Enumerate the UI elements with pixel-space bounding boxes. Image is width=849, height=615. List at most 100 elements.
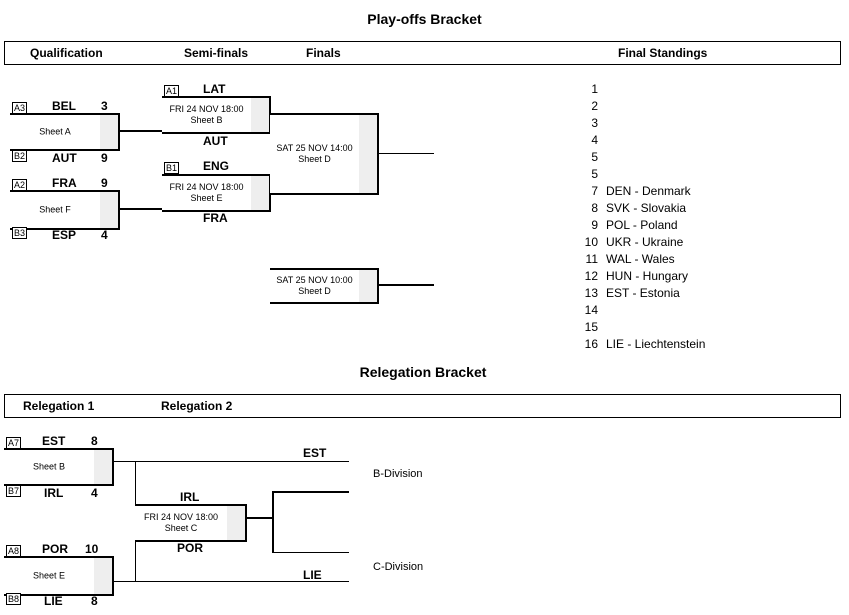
standings-position: 2: [591, 99, 598, 113]
standings-row: 7 DEN - Denmark: [578, 184, 691, 198]
team-name: ESP: [52, 228, 77, 242]
match-box: Sheet A: [10, 113, 120, 151]
connector-line: [379, 153, 434, 154]
standings-team: DEN - Denmark: [606, 184, 691, 198]
team-name: BEL: [52, 99, 76, 113]
connector-line: [120, 208, 162, 210]
standings-row: 2: [578, 99, 606, 113]
team-name: LIE: [44, 594, 63, 608]
team-name: AUT: [203, 134, 228, 148]
team-name: AUT: [52, 151, 77, 165]
match-sheet: Sheet A: [39, 126, 71, 137]
team-name: EST: [303, 446, 327, 460]
division-label: B-Division: [373, 468, 423, 480]
team-name: FRA: [52, 176, 77, 190]
match-sheet: Sheet D: [298, 286, 331, 296]
standings-position: 7: [591, 184, 598, 198]
standings-position: 1: [591, 82, 598, 96]
team-score: 10: [85, 542, 99, 556]
standings-row: 11 WAL - Wales: [578, 252, 675, 266]
bronze-match-box: SAT 25 NOV 10:00 Sheet D: [270, 268, 379, 304]
standings-row: 5: [578, 150, 606, 164]
team-score: 8: [91, 594, 98, 608]
header-relegation-1: Relegation 1: [23, 399, 95, 413]
playoffs-title: Play-offs Bracket: [367, 11, 482, 27]
playoffs-header-bar: [4, 41, 841, 65]
standings-row: 15: [578, 320, 606, 334]
connector-line: [120, 130, 162, 132]
standings-position: 15: [584, 320, 598, 334]
connector-line: [114, 581, 349, 582]
match-box: Sheet B: [4, 448, 114, 486]
standings-row: 1: [578, 82, 606, 96]
connector-line: [135, 539, 136, 581]
standings-position: 5: [591, 167, 598, 181]
match-box: Sheet E: [4, 556, 114, 596]
standings-position: 9: [591, 218, 598, 232]
standings-position: 11: [585, 252, 598, 266]
standings-team: EST - Estonia: [606, 286, 680, 300]
match-box: FRI 24 NOV 18:00 Sheet B: [162, 96, 271, 134]
team-score: 8: [91, 434, 98, 448]
standings-row: 9 POL - Poland: [578, 218, 678, 232]
header-qualification: Qualification: [30, 46, 103, 60]
team-name: LIE: [303, 568, 322, 582]
seed-badge: B2: [12, 150, 28, 162]
team-score: 9: [101, 176, 108, 190]
standings-position: 13: [584, 286, 598, 300]
standings-team: WAL - Wales: [606, 252, 675, 266]
match-sheet: Sheet F: [39, 204, 71, 215]
connector-line: [114, 461, 349, 462]
match-box: Sheet F: [10, 190, 120, 230]
standings-position: 10: [584, 235, 598, 249]
seed-badge: B3: [12, 227, 28, 239]
team-name: ENG: [203, 159, 230, 173]
standings-position: 5: [591, 150, 598, 164]
match-sheet: Sheet D: [298, 154, 331, 164]
connector-line: [135, 461, 136, 505]
standings-row: 3: [578, 116, 606, 130]
team-name: FRA: [203, 211, 228, 225]
header-finals: Finals: [306, 46, 341, 60]
seed-badge: B7: [6, 485, 22, 497]
team-name: POR: [42, 542, 69, 556]
standings-position: 12: [584, 269, 598, 283]
connector-line: [272, 491, 274, 553]
standings-position: 3: [591, 116, 598, 130]
standings-team: HUN - Hungary: [606, 269, 689, 283]
match-time: FRI 24 NOV 18:00: [169, 104, 244, 114]
match-sheet: Sheet C: [164, 523, 198, 533]
standings-row: 8 SVK - Slovakia: [578, 201, 686, 215]
match-time: SAT 25 NOV 10:00: [276, 275, 353, 285]
team-name: EST: [42, 434, 66, 448]
standings-position: 14: [584, 303, 598, 317]
connector-line: [247, 517, 273, 519]
standings-row: 5: [578, 167, 606, 181]
match-time: SAT 25 NOV 14:00: [276, 143, 353, 153]
standings-row: 4: [578, 133, 606, 147]
header-semifinals: Semi-finals: [184, 46, 249, 60]
standings-position: 8: [591, 201, 598, 215]
relegation-title: Relegation Bracket: [359, 364, 487, 380]
match-sheet: Sheet B: [32, 461, 66, 472]
final-match-box: SAT 25 NOV 14:00 Sheet D: [270, 113, 379, 195]
match-sheet: Sheet B: [190, 115, 223, 125]
match-sheet: Sheet E: [190, 193, 223, 203]
team-score: 3: [101, 99, 108, 113]
standings-team: POL - Poland: [606, 218, 678, 232]
standings-row: 13 EST - Estonia: [578, 286, 680, 300]
team-name: LAT: [203, 82, 226, 96]
standings-team: SVK - Slovakia: [606, 201, 687, 215]
division-label: C-Division: [373, 561, 424, 573]
team-score: 9: [101, 151, 108, 165]
match-box: FRI 24 NOV 18:00 Sheet C: [135, 504, 247, 542]
match-time: FRI 24 NOV 18:00: [169, 182, 244, 192]
standings-row: 14: [578, 303, 606, 317]
seed-badge: B1: [164, 162, 180, 174]
team-name: IRL: [180, 490, 200, 504]
header-relegation-2: Relegation 2: [161, 399, 233, 413]
standings-team: LIE - Liechtenstein: [606, 337, 706, 351]
team-score: 4: [91, 486, 98, 500]
connector-line: [272, 491, 349, 493]
